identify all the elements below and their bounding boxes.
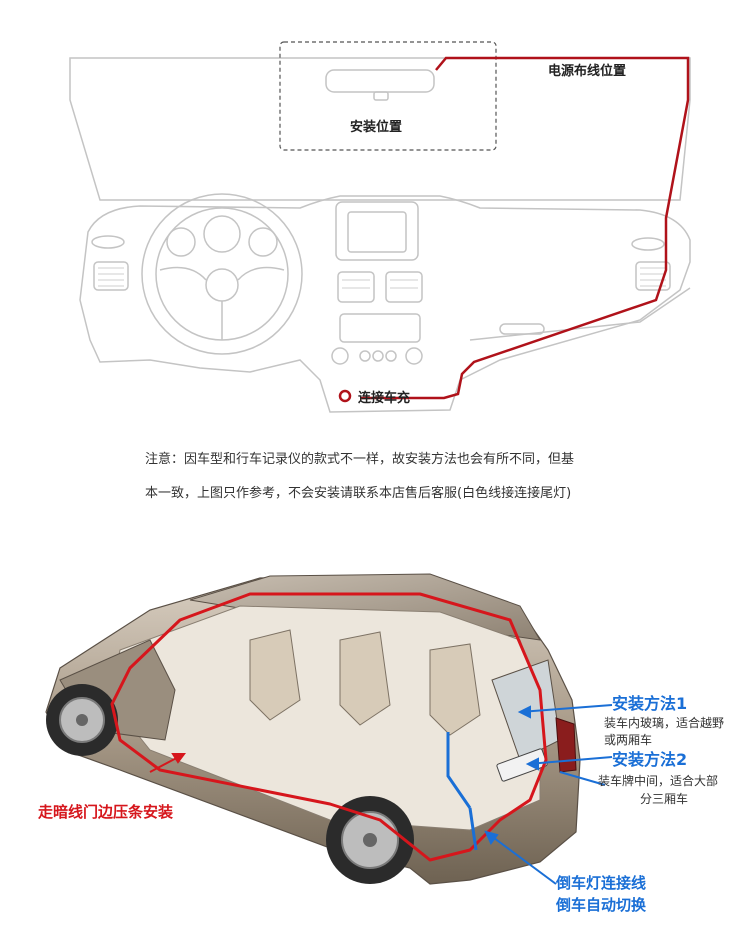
install-position-label: 安装位置 [350, 120, 403, 135]
method1-title: 安装方法1 [612, 694, 688, 713]
method1-pointer [519, 704, 613, 713]
notice-line-1: 注意：因车型和行车记录仪的款式不一样，故安装方法也会有所不同，但基 [145, 452, 575, 467]
method1-wire [446, 732, 472, 809]
right-vent [635, 261, 671, 291]
reverse-light-pointer [485, 831, 557, 885]
rear-seat [429, 643, 481, 736]
rear-wheel [326, 796, 414, 884]
car-charger-socket-icon [338, 389, 352, 403]
power-wire-route [360, 56, 690, 400]
notice-line-2: 本一致，上图只作参考，不会安装请联系本店售后客服(白色线接连接尾灯) [145, 486, 572, 501]
steering-wheel [141, 193, 303, 355]
method1-desc-line1: 装车内玻璃，适合越野 [604, 716, 725, 730]
middle-seat [339, 631, 391, 726]
method2-desc-line1: 装车牌中间，适合大部 [598, 774, 719, 788]
method2-pointer [527, 756, 613, 765]
door-strip-label: 走暗线门边压条安装 [38, 803, 174, 821]
reverse-light-arrowhead [484, 830, 499, 845]
method1-desc-line2: 或两厢车 [604, 733, 653, 747]
left-vent [93, 261, 129, 291]
reverse-light-label-1: 倒车灯连接线 [556, 874, 647, 892]
reverse-light-label-2: 倒车自动切换 [556, 896, 647, 914]
method2-arrowhead [525, 757, 539, 771]
door-seal-wire-route [110, 592, 548, 862]
front-wheel [46, 684, 118, 756]
door-strip-arrowhead [171, 753, 186, 764]
windshield-outline [69, 57, 691, 201]
power-wiring-label: 电源布线位置 [548, 64, 627, 79]
method2-desc-line2: 分三厢车 [640, 792, 689, 806]
center-screen [335, 201, 419, 261]
dashboard-outline [79, 195, 691, 413]
method2-wire [468, 807, 478, 851]
method2-title: 安装方法2 [612, 750, 688, 769]
rear-light [555, 717, 577, 773]
method1-arrowhead [517, 705, 531, 719]
install-position-box [279, 41, 497, 151]
front-seat [249, 629, 301, 721]
car-charger-label: 连接车充 [358, 391, 411, 406]
notice-text: 注意：因车型和行车记录仪的款式不一样，故安装方法也会有所不同，但基 本一致，上图… [145, 448, 705, 508]
